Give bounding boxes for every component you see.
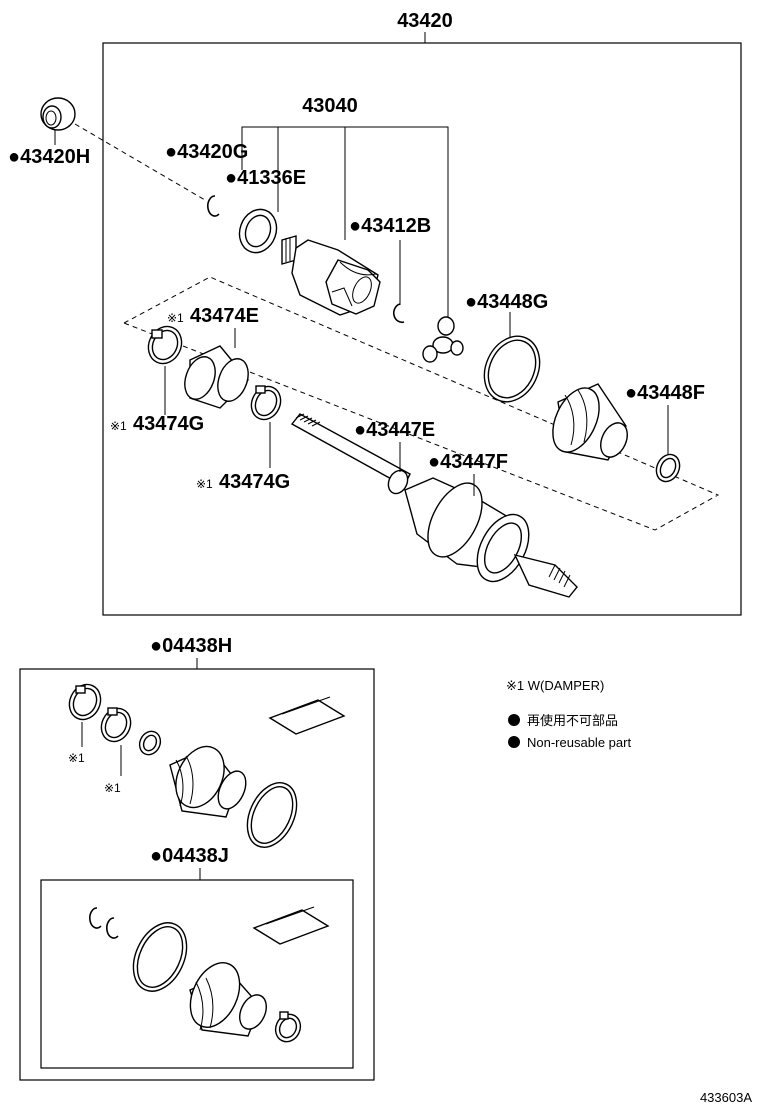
star1-mark-kit-b: ※1	[104, 781, 121, 795]
legend-bullet-en	[508, 736, 520, 748]
tripod-joint	[422, 316, 464, 363]
boot-43448F	[552, 383, 628, 461]
kit-04438H-label: ●04438H	[150, 635, 232, 657]
kit-h-band-1	[68, 683, 102, 721]
snap-ring-43412B	[392, 303, 405, 324]
part-43447E-label: ●43447E	[354, 419, 435, 441]
legend-damper: ※1 W(DAMPER)	[506, 678, 604, 693]
kit-j-boot	[189, 962, 267, 1037]
legend-non-reusable-en: Non-reusable part	[527, 735, 631, 750]
star1-mark-e: ※1	[167, 311, 184, 325]
kit-04438J-label: ●04438J	[150, 845, 229, 867]
kit-h-small-band	[138, 730, 162, 756]
star1-mark-g1: ※1	[110, 419, 127, 433]
part-43412B-label: ●43412B	[349, 215, 431, 237]
inner-joint-housing-43040	[281, 235, 381, 316]
damper-band-right	[250, 385, 282, 421]
kit-h-band-2	[100, 707, 132, 743]
legend-non-reusable-jp: 再使用不可部品	[527, 713, 618, 728]
damper-43474E	[184, 345, 249, 409]
kit-04438J-frame	[40, 879, 354, 1069]
star1-mark-kit-a: ※1	[68, 751, 85, 765]
kit-04438H-frame	[19, 668, 375, 1081]
boot-band-43448G	[483, 335, 541, 403]
part-43448F-label: ●43448F	[625, 382, 705, 404]
part-43474E-label: 43474E	[190, 305, 259, 327]
part-41336E-label: ●41336E	[225, 167, 306, 189]
kit-j-large-band	[132, 922, 188, 992]
kit-h-grease-pack	[268, 696, 346, 735]
kit-h-large-band	[246, 782, 298, 848]
ring-41336E	[238, 208, 278, 254]
assembly-43420-frame	[102, 42, 742, 616]
assembly-43420-label: 43420	[397, 10, 453, 32]
part-43474G-label-a: 43474G	[133, 413, 204, 435]
part-43447F-label: ●43447F	[428, 451, 508, 473]
kit-j-snap-rings	[89, 907, 119, 939]
kit-j-small-band	[274, 1011, 302, 1043]
boot-band-43448F	[655, 453, 681, 483]
part-43448G-label: ●43448G	[465, 291, 548, 313]
assembly-43040-label: 43040	[302, 95, 358, 117]
drive-shaft	[290, 413, 411, 495]
legend-bullet-jp	[508, 714, 520, 726]
figure-id: 433603A	[700, 1090, 752, 1105]
kit-j-grease-pack	[252, 906, 330, 945]
snap-ring-43420G	[207, 195, 220, 217]
part-43474G-label-b: 43474G	[219, 471, 290, 493]
kit-h-boot	[169, 745, 247, 818]
damper-band-left	[147, 325, 183, 365]
outer-cv-joint	[404, 477, 578, 598]
part-43420H-label: ●43420H	[8, 146, 90, 168]
dust-cap-43420H	[40, 97, 76, 131]
part-43420G-label: ●43420G	[165, 141, 248, 163]
star1-mark-g2: ※1	[196, 477, 213, 491]
